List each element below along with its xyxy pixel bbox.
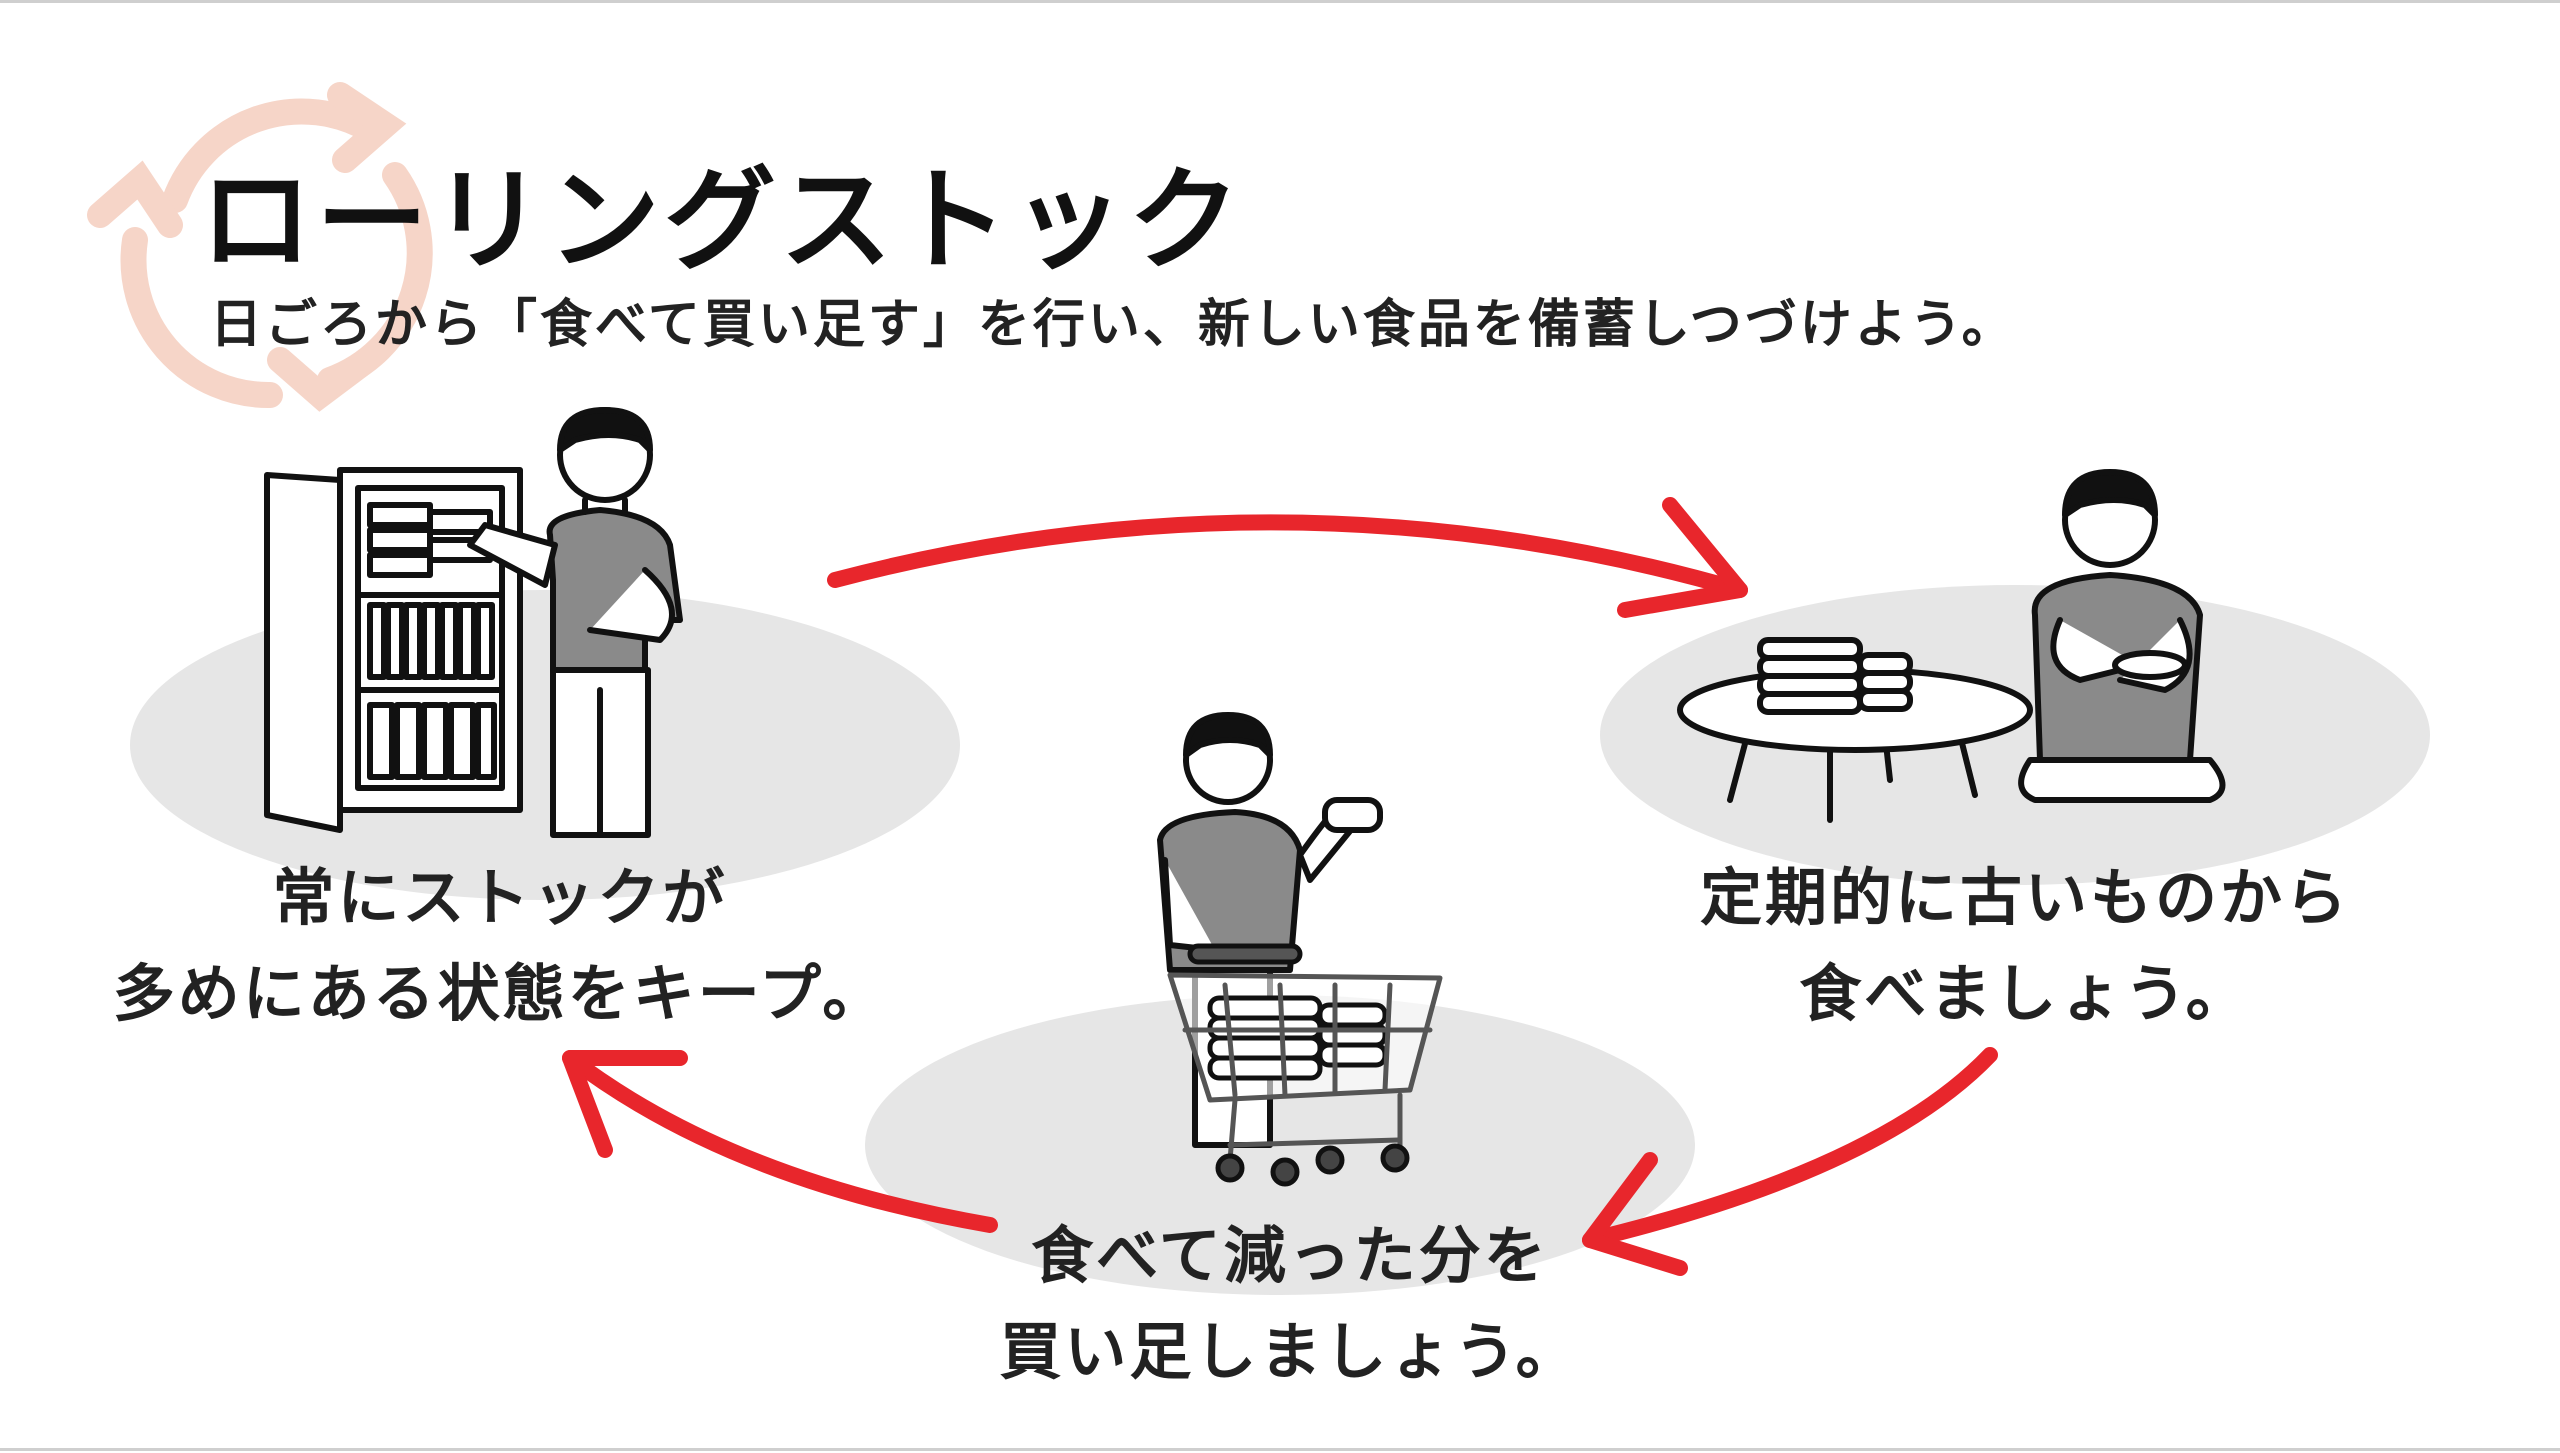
arrow-buy-to-keep: [562, 1050, 998, 1233]
shopping-cart-icon: [1167, 943, 1443, 1187]
caption-eat-line1: 定期的に古いものから: [1699, 861, 2350, 934]
arrow-keep-to-eat: [827, 497, 1748, 618]
person-icon-eat: [2018, 469, 2226, 803]
arrow-eat-to-buy: [1582, 1047, 1998, 1276]
caption-eat-line2: 食べましょう。: [1799, 957, 2251, 1030]
page-subtitle: 日ごろから「食べて買い足す」を行い、新しい食品を備蓄しつづけよう。: [210, 295, 2017, 355]
low-table-icon: [1677, 637, 2033, 823]
refrigerator-icon: [264, 467, 523, 833]
caption-buy: 食べて減った分を 買い足しましょう。: [900, 1208, 1680, 1400]
bottom-rule: [0, 1448, 2560, 1451]
food-stack-icon: [1757, 637, 1913, 715]
caption-buy-line2: 買い足しましょう。: [999, 1315, 1581, 1388]
caption-buy-line1: 食べて減った分を: [1031, 1219, 1549, 1292]
caption-eat: 定期的に古いものから 食べましょう。: [1590, 850, 2460, 1042]
top-rule: [0, 0, 2560, 3]
person-icon-keep: [467, 407, 683, 838]
page-title: ローリングストック: [200, 156, 1244, 286]
caption-keep-line1: 常にストックが: [272, 861, 728, 934]
caption-keep: 常にストックが 多めにある状態をキープ。: [100, 850, 900, 1042]
recycle-cycle-icon: [87, 82, 433, 412]
caption-keep-line2: 多めにある状態をキープ。: [112, 957, 888, 1030]
